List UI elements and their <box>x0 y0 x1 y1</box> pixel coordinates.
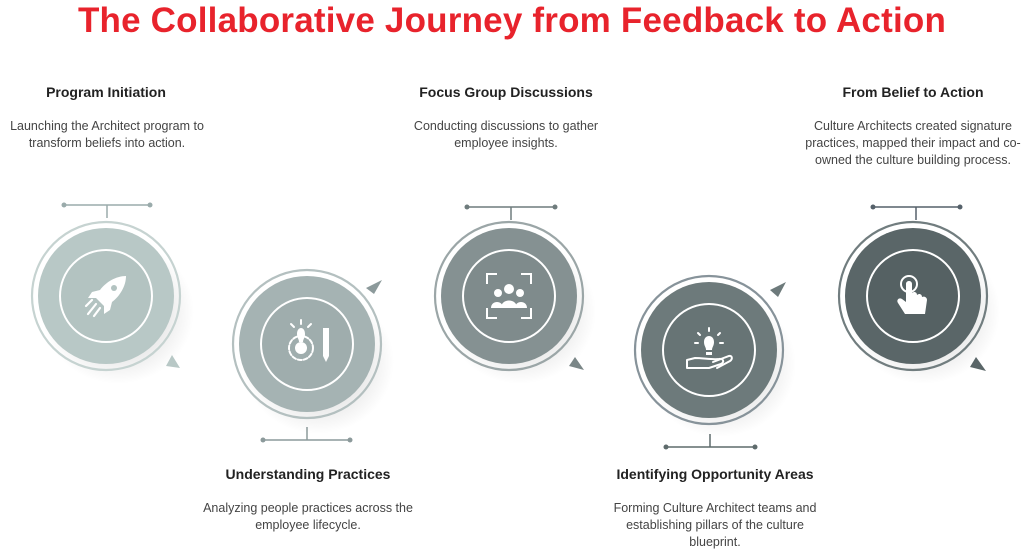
step-1-description: Launching the Architect program to trans… <box>10 119 204 150</box>
step-3-title: Focus Group Discussions <box>419 84 593 100</box>
step-1-arrow-icon <box>166 355 180 368</box>
touch-hand-icon <box>897 275 927 314</box>
step-4-ring <box>633 274 785 426</box>
step-4-title: Identifying Opportunity Areas <box>616 466 814 482</box>
step-4-node <box>633 274 796 450</box>
step-3-node <box>433 204 596 384</box>
step-5-ring <box>837 220 989 372</box>
step-3-ring <box>433 220 585 372</box>
step-2-node <box>231 268 394 443</box>
step-1-connector-dot-left <box>61 202 67 208</box>
step-3-description: Conducting discussions to gather employe… <box>413 119 599 150</box>
step-1-connector-dot-right <box>147 202 153 208</box>
step-5-description: Culture Architects created signature pra… <box>805 119 1021 167</box>
step-1-node <box>30 202 194 384</box>
step-2-title: Understanding Practices <box>225 466 391 482</box>
step-5-arrow-icon <box>970 357 986 371</box>
page-title: The Collaborative Journey from Feedback … <box>77 1 947 40</box>
step-2-ring <box>231 268 383 420</box>
step-5-node <box>837 204 1000 384</box>
rocket-icon <box>84 276 126 318</box>
step-2-inner-circle <box>260 297 354 391</box>
step-2-arrow-icon <box>366 280 382 294</box>
idea-hand-icon <box>686 327 733 369</box>
step-1-title: Program Initiation <box>46 84 166 100</box>
step-5-title: From Belief to Action <box>842 84 984 100</box>
idea-gear-pencil-icon <box>288 319 329 362</box>
step-3-inner-circle <box>462 249 556 343</box>
step-3-arrow-icon <box>569 357 584 370</box>
step-4-description: Forming Culture Architect teams and esta… <box>613 501 817 549</box>
step-4-arrow-icon <box>770 282 786 297</box>
step-1-ring <box>30 220 182 372</box>
step-2-description: Analyzing people practices across the em… <box>203 501 413 532</box>
focus-group-icon <box>486 273 532 319</box>
